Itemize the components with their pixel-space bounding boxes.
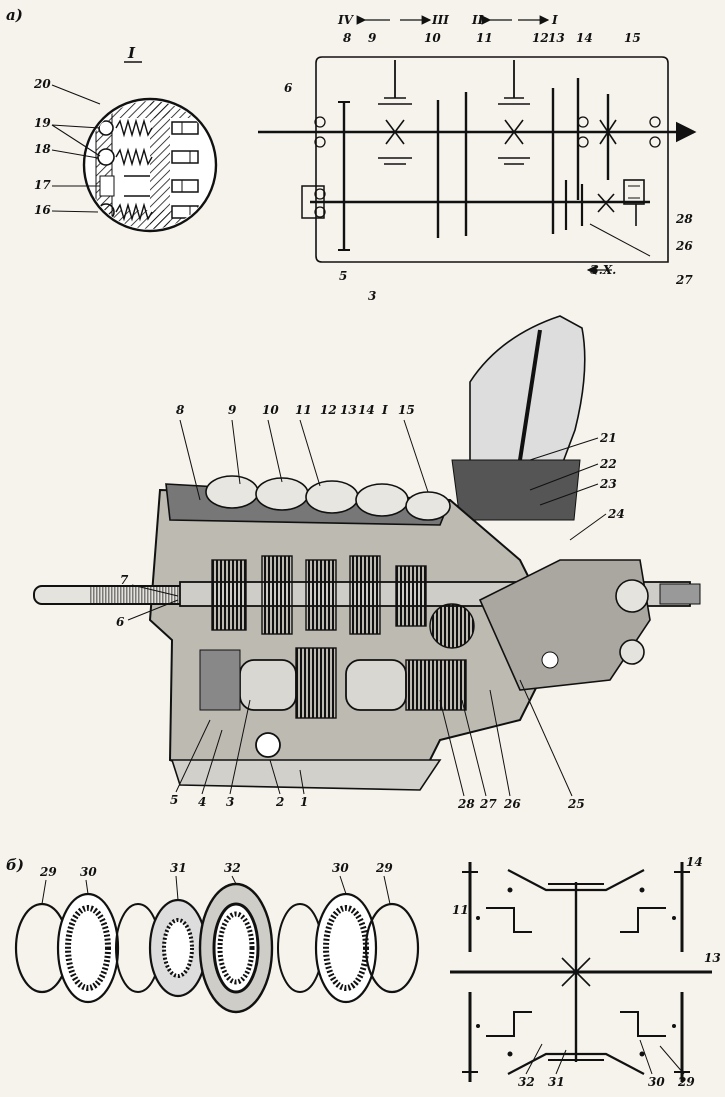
cut-label-9: 9 <box>228 403 237 417</box>
cut-label-1: 1 <box>300 795 308 809</box>
gearbox-cutaway-drawing: 8 9 10 11 12 13 14 I 15 21 22 23 24 7 6 … <box>33 315 701 811</box>
part-label-29-right: 29 <box>375 861 393 875</box>
schem-label-8: 8 <box>343 31 352 45</box>
part-label-30-left: 30 <box>80 865 97 879</box>
inset-label-17: 17 <box>34 178 51 192</box>
schem-label-12: 12 <box>532 31 549 45</box>
cut-label-27: 27 <box>479 797 497 811</box>
synchronizer-exploded-view: 29 30 31 32 30 29 <box>14 861 420 1014</box>
part-label-32: 32 <box>224 861 241 875</box>
panel-letter-b: б) <box>6 856 24 874</box>
gear-label-II: II <box>471 13 484 27</box>
schem-label-5: 5 <box>339 269 347 283</box>
schem-label-9: 9 <box>368 31 377 45</box>
cut-label-13: 13 <box>340 403 357 417</box>
cut-label-24: 24 <box>607 507 625 521</box>
sync-label-30: 30 <box>648 1075 665 1089</box>
sync-label-13: 13 <box>704 951 721 965</box>
inset-label-18: 18 <box>34 142 51 156</box>
gear-label-IV: IV <box>337 13 355 27</box>
sync-label-31: 31 <box>548 1075 565 1089</box>
schem-label-6: 6 <box>284 81 293 95</box>
schem-label-28: 28 <box>675 212 693 226</box>
schem-label-13: 13 <box>548 31 565 45</box>
schem-label-11: 11 <box>476 31 493 45</box>
cut-label-10: 10 <box>262 403 279 417</box>
sync-label-29: 29 <box>677 1075 695 1089</box>
inset-title: I <box>127 44 136 62</box>
cut-label-14: 14 <box>358 403 375 417</box>
inset-label-16: 16 <box>34 203 51 217</box>
cut-label-28: 28 <box>457 797 475 811</box>
schem-label-reverse: З.Х. <box>590 263 616 277</box>
panel-letter-a: а) <box>6 6 23 24</box>
schem-label-3: 3 <box>368 289 376 303</box>
sync-label-32: 32 <box>518 1075 535 1089</box>
cut-label-22: 22 <box>599 457 617 471</box>
gear-label-III: III <box>431 13 449 27</box>
cut-label-26: 26 <box>503 797 521 811</box>
cut-label-11: 11 <box>295 403 312 417</box>
gearbox-kinematic-schematic: IV III II I 8 9 10 11 12 13 14 15 6 5 3 … <box>258 13 697 303</box>
inset-label-20: 20 <box>33 77 51 91</box>
schem-label-26: 26 <box>675 239 693 253</box>
part-label-29-left: 29 <box>39 865 57 879</box>
cut-label-7: 7 <box>120 573 129 587</box>
sync-label-14: 14 <box>686 855 703 869</box>
cut-label-23: 23 <box>599 477 617 491</box>
synchronizer-schematic: 11 14 13 32 31 30 29 <box>450 855 721 1089</box>
part-label-30-right: 30 <box>332 861 349 875</box>
schem-label-27: 27 <box>675 273 693 287</box>
inset-label-19: 19 <box>34 116 51 130</box>
cut-label-12: 12 <box>320 403 337 417</box>
cut-label-25: 25 <box>567 797 585 811</box>
schem-label-15: 15 <box>624 31 641 45</box>
sync-label-11: 11 <box>452 903 469 917</box>
gear-label-I: I <box>551 13 558 27</box>
cut-label-15: 15 <box>398 403 415 417</box>
cut-label-8: 8 <box>176 403 185 417</box>
cut-label-3: 3 <box>226 795 234 809</box>
inset-detent-detail: I 20 19 <box>33 44 218 233</box>
schem-label-14: 14 <box>576 31 593 45</box>
cut-label-6: 6 <box>116 615 125 629</box>
cut-label-4: 4 <box>198 795 206 809</box>
cut-label-2: 2 <box>275 795 284 809</box>
cut-label-5: 5 <box>170 793 178 807</box>
part-label-31: 31 <box>170 861 187 875</box>
cut-label-I: I <box>381 403 388 417</box>
cut-label-21: 21 <box>599 431 617 445</box>
schem-label-10: 10 <box>424 31 441 45</box>
